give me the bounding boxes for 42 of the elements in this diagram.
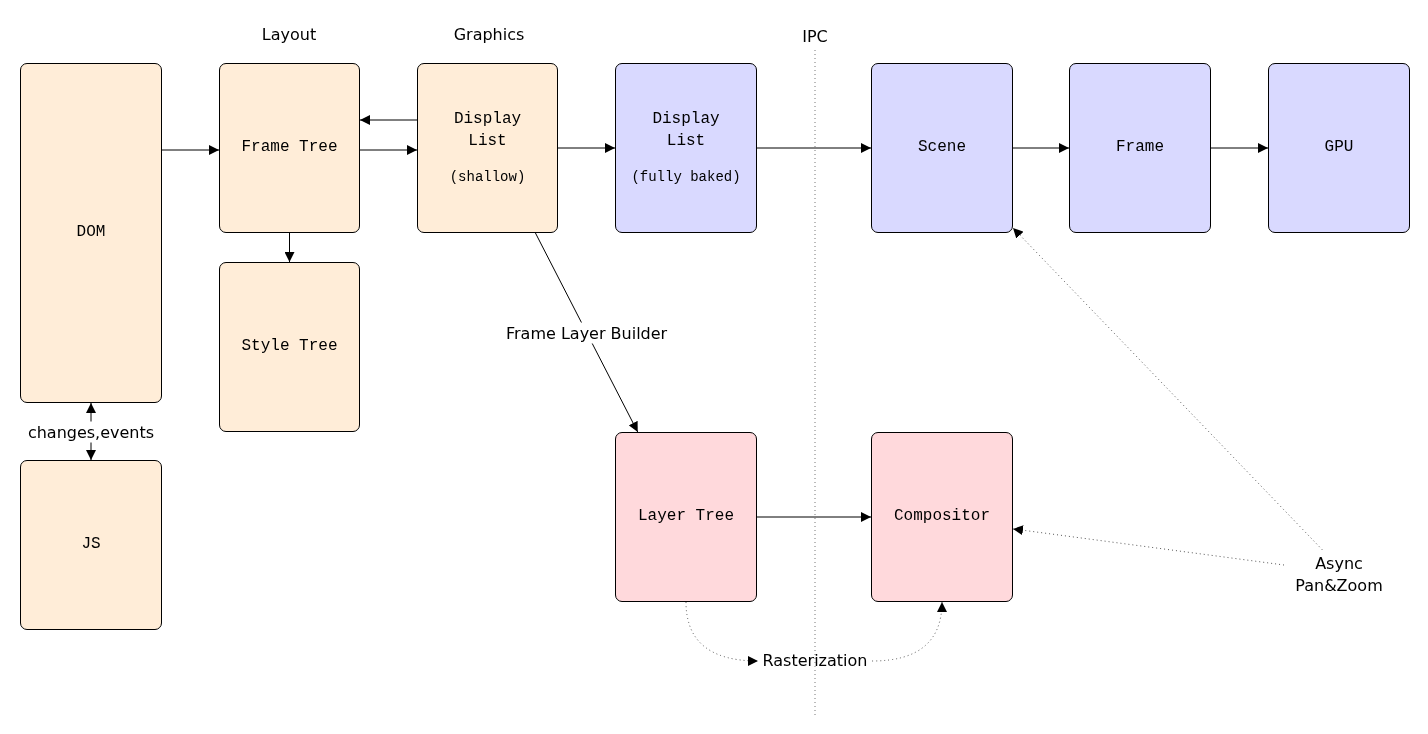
- process-box: [871, 63, 1013, 233]
- node-label: Frame: [1116, 137, 1164, 159]
- column-heading: Graphics: [453, 24, 525, 44]
- process-box: [615, 432, 757, 602]
- node-label: Layer Tree: [638, 506, 734, 528]
- node-label: Display List: [452, 108, 523, 152]
- arrow: [756, 512, 872, 522]
- arrow: [557, 143, 616, 153]
- node-label: Scene: [918, 137, 966, 159]
- arrow: [756, 143, 872, 153]
- node-note: (shallow): [449, 168, 526, 188]
- dotted-arrow: [1012, 525, 1285, 566]
- node-label: Style Tree: [241, 336, 338, 358]
- arrow: [161, 145, 220, 155]
- process-box: [219, 262, 360, 432]
- node-note: (fully baked): [631, 168, 741, 188]
- arrow: [284, 232, 295, 263]
- node-text: Async Pan&Zoom: [1294, 553, 1384, 597]
- node-label: Compositor: [894, 506, 990, 528]
- node-label: Frame Tree: [241, 137, 338, 159]
- arrow: [1210, 143, 1269, 153]
- arrow: [359, 115, 418, 125]
- process-box: [20, 63, 162, 403]
- node-label: DOM: [76, 222, 106, 244]
- node-text: Rasterization: [762, 650, 868, 672]
- column-heading: Layout: [261, 24, 317, 44]
- process-box: [615, 63, 757, 233]
- node-label: Display List: [651, 108, 721, 152]
- arrow: [359, 145, 418, 155]
- dotted-arrow: [1012, 227, 1323, 551]
- process-box: [1069, 63, 1211, 233]
- column-heading: IPC: [802, 26, 828, 46]
- process-box: [871, 432, 1013, 602]
- dotted-arrow: [871, 601, 947, 662]
- arrow: [1012, 143, 1070, 153]
- process-box: [20, 460, 162, 630]
- process-box: [1268, 63, 1410, 233]
- process-box: [417, 63, 558, 233]
- arrow: [534, 232, 639, 433]
- process-box: [219, 63, 360, 233]
- node-label: JS: [81, 534, 101, 556]
- node-label: GPU: [1324, 137, 1354, 159]
